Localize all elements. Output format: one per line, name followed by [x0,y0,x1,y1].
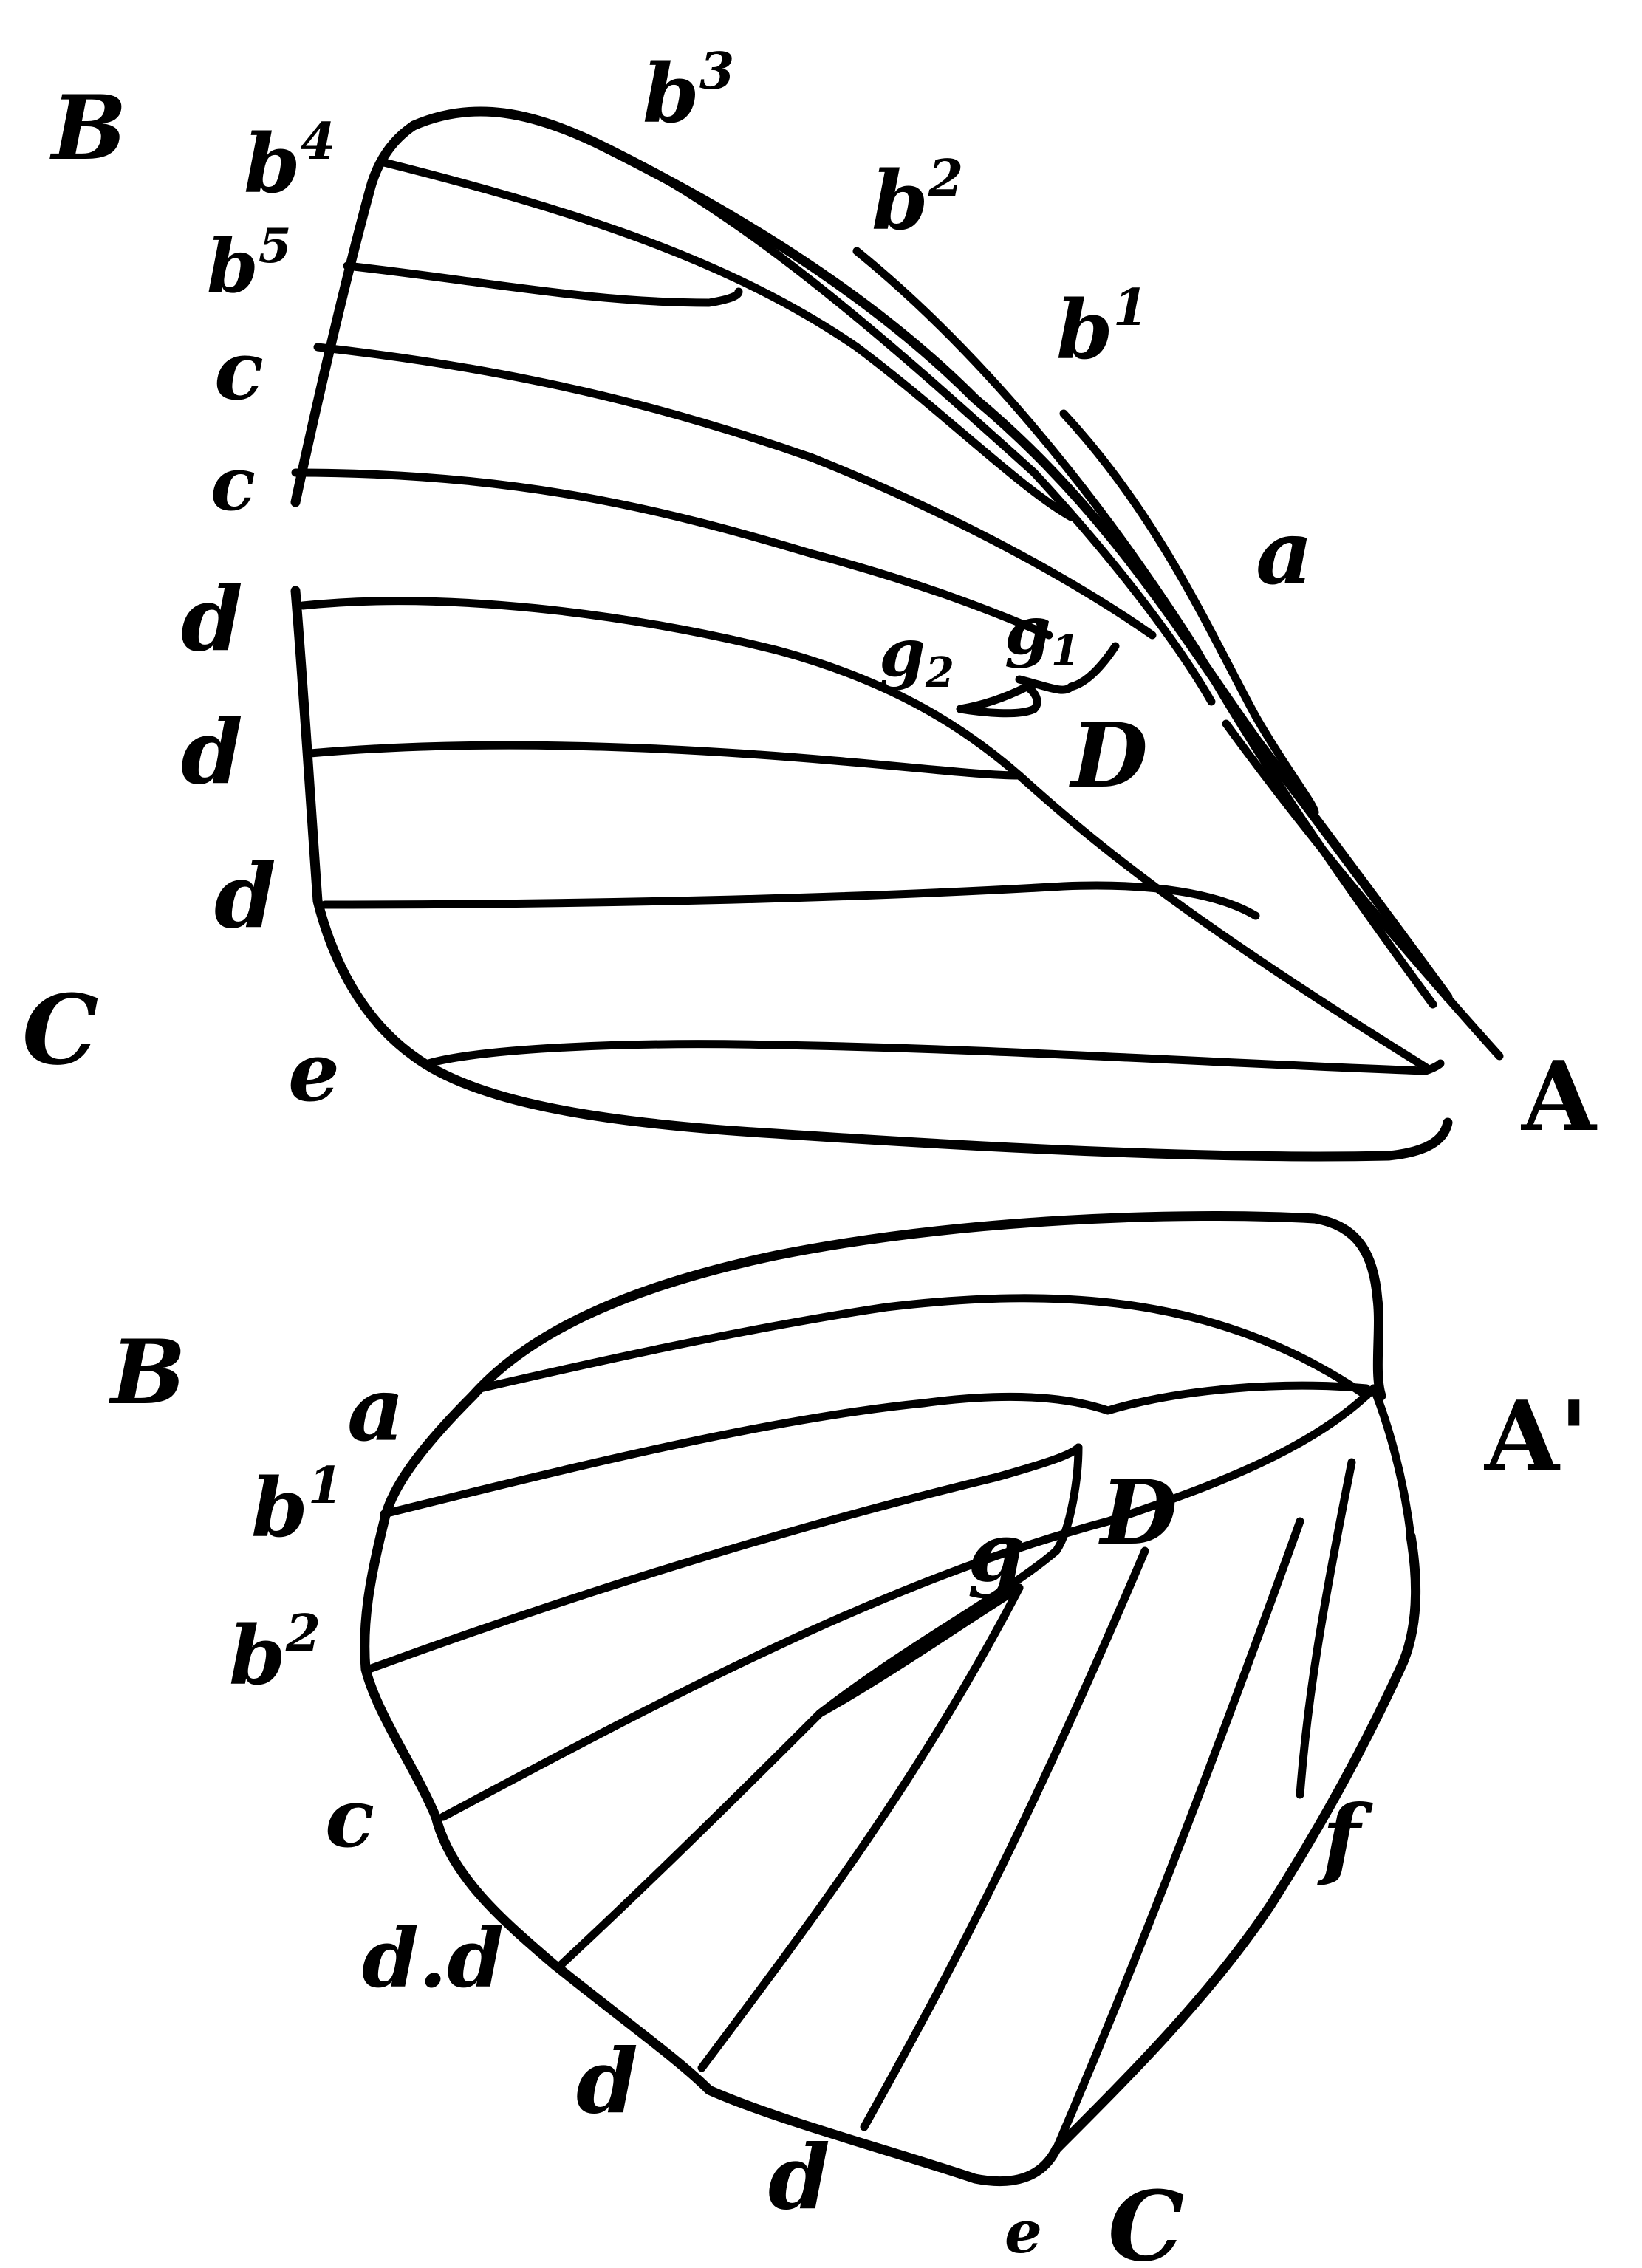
forewing-inner-margin [408,1051,1453,1162]
forewing-discocellular-g1-label: g1 [1005,592,1080,675]
forewing-vein-b1-label: b1 [1056,278,1148,377]
hindwing-vein-e [1052,1517,1304,2154]
forewing-vein-a [1222,719,1504,1061]
forewing-vein-b5 [343,261,743,307]
hindwing-labels: B C A' D g a b1 b2 c d.d d d e f [109,1320,1589,2268]
forewing-discocellular-g2-label: g2 [879,614,954,697]
forewing-vein-b3 [586,136,1216,706]
hindwing-vein-d-1-label: d.d [362,1911,504,2006]
hindwing-vein-d-3 [860,1546,1149,2131]
hindwing-vein-f-label: f [1316,1786,1373,1890]
forewing-vein-c-lower-label: c [211,440,256,527]
forewing-vein-c-lower [291,468,1053,640]
forewing-vein-b4 [380,158,1075,521]
forewing-vein-b4-label: b4 [244,112,335,211]
forewing-vein-c-upper [313,343,1157,640]
hindwing-discocellular-label: g [968,1504,1024,1600]
forewing-vein-b2-label: b2 [872,149,963,248]
hindwing [360,1211,1421,2187]
forewing-vein-b5-label: b5 [207,219,291,309]
hindwing-vein-b1 [380,1381,1371,1518]
hindwing-vein-b2-label: b2 [229,1604,321,1703]
hindwing-vein-e-label: e [1005,2197,1042,2267]
hindwing-vein-c [439,1384,1378,1821]
forewing-base-label: A [1520,1040,1598,1153]
forewing-vein-d-1-label: d [181,567,243,671]
hindwing-base-label: A' [1483,1380,1589,1493]
hindwing-vein-d-3-label: d [768,2125,830,2230]
hindwing-inner-margin [1051,1531,1421,2154]
forewing-outer-margin-lower [290,586,419,1061]
forewing-vein-d-2-label: d [181,700,243,804]
forewing-vein-d-2 [306,741,1430,1072]
forewing-vein-b1 [1059,409,1319,817]
hindwing-tornus-label: C [1108,2170,1184,2268]
hindwing-costa [468,1211,1386,1401]
hindwing-vein-a [476,1294,1371,1400]
forewing-vein-e-label: e [288,1024,340,1120]
forewing-vein-b2 [852,247,1437,1009]
hindwing-vein-base [1369,1384,1415,1541]
hindwing-vein-a-label: a [347,1357,405,1462]
forewing-vein-e [424,1040,1445,1075]
forewing-outer-margin [290,120,419,507]
hindwing-outer-margin [360,1391,1061,2187]
forewing-vein-a-label: a [1256,501,1313,605]
hindwing-vein-c-label: c [325,1770,374,1866]
forewing-tornus-label: C [22,973,98,1086]
hindwing-vein-b2 [365,1443,1083,1673]
forewing-vein-d-3 [321,881,1260,920]
hindwing-vein-d-2 [697,1583,1024,2072]
hindwing-vein-b1-label: b1 [251,1456,343,1555]
forewing-discocellular-g1 [1015,642,1120,694]
forewing-vein-d-1 [298,597,1024,780]
hindwing-vein-d-1 [557,1583,1024,1969]
hindwing-vein-d-2-label: d [576,2029,638,2134]
forewing-labels: B C A D a b1 b2 b3 b4 b5 c c d d d e g1 … [22,42,1598,1153]
hindwing-apex-label: B [109,1320,185,1425]
forewing [290,106,1504,1162]
forewing-vein-c-upper-label: c [214,323,264,418]
hindwing-cell-label: D [1098,1461,1177,1565]
hindwing-discocellular [815,1443,1083,1718]
hindwing-vein-f [1296,1458,1356,1799]
forewing-apex-label: B [49,76,126,180]
forewing-cell-label: D [1069,704,1148,808]
forewing-vein-d-3-label: d [214,844,276,948]
forewing-discocellular-g2 [956,682,1041,718]
forewing-vein-b3-label: b3 [643,42,734,141]
